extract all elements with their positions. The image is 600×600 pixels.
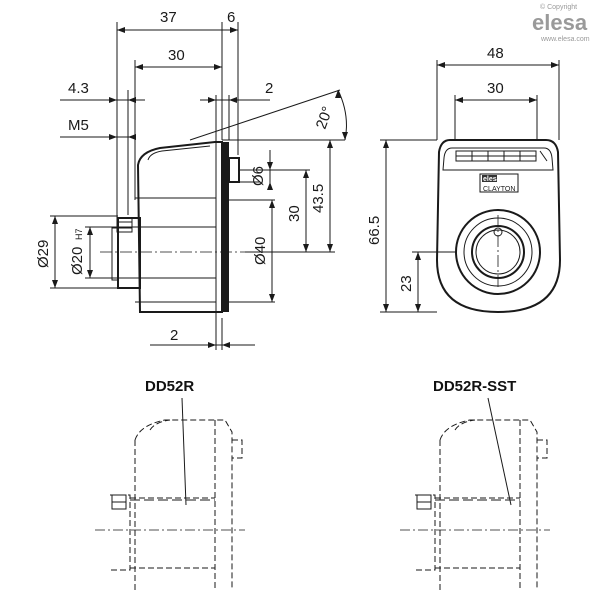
dim-20deg: 20° (313, 104, 337, 131)
dim-43-5: 43.5 (310, 184, 327, 213)
dim-66-5: 66.5 (366, 216, 383, 245)
front-view: 48 30 elesa CLAYTON (366, 45, 562, 314)
variant-label-dd52r-sst: DD52R-SST (433, 378, 516, 395)
dim-d29: Ø29 (35, 240, 52, 268)
dim-m5: M5 (68, 117, 89, 134)
dim-2-top: 2 (265, 80, 273, 97)
dim-30-top: 30 (168, 47, 185, 64)
side-view: 37 6 30 4.3 2 M5 20° (35, 9, 348, 350)
variant-drawing-dd52r-sst (400, 397, 550, 590)
dim-23: 23 (398, 275, 415, 292)
dim-d6: Ø6 (250, 166, 267, 186)
variant-drawing-dd52r (95, 397, 245, 590)
dim-48: 48 (487, 45, 504, 62)
dim-2-bottom: 2 (170, 327, 178, 344)
brand-name: elesa (532, 10, 588, 35)
dim-h7: H7 (74, 228, 84, 240)
front-logo: elesa (483, 176, 501, 183)
dim-37: 37 (160, 9, 177, 26)
brand-url: www.elesa.com (540, 36, 590, 43)
brand-logo: © Copyright elesa www.elesa.com (532, 3, 590, 43)
brand-copyright: © Copyright (540, 3, 577, 11)
dim-30-front: 30 (487, 80, 504, 97)
variant-label-dd52r: DD52R (145, 378, 194, 395)
dim-4-3: 4.3 (68, 80, 89, 97)
dim-d40: Ø40 (252, 237, 269, 265)
dim-6: 6 (227, 9, 235, 26)
dim-d20: Ø20 (69, 247, 86, 275)
dim-30-vert: 30 (286, 205, 303, 222)
front-plate-text: CLAYTON (483, 186, 515, 193)
